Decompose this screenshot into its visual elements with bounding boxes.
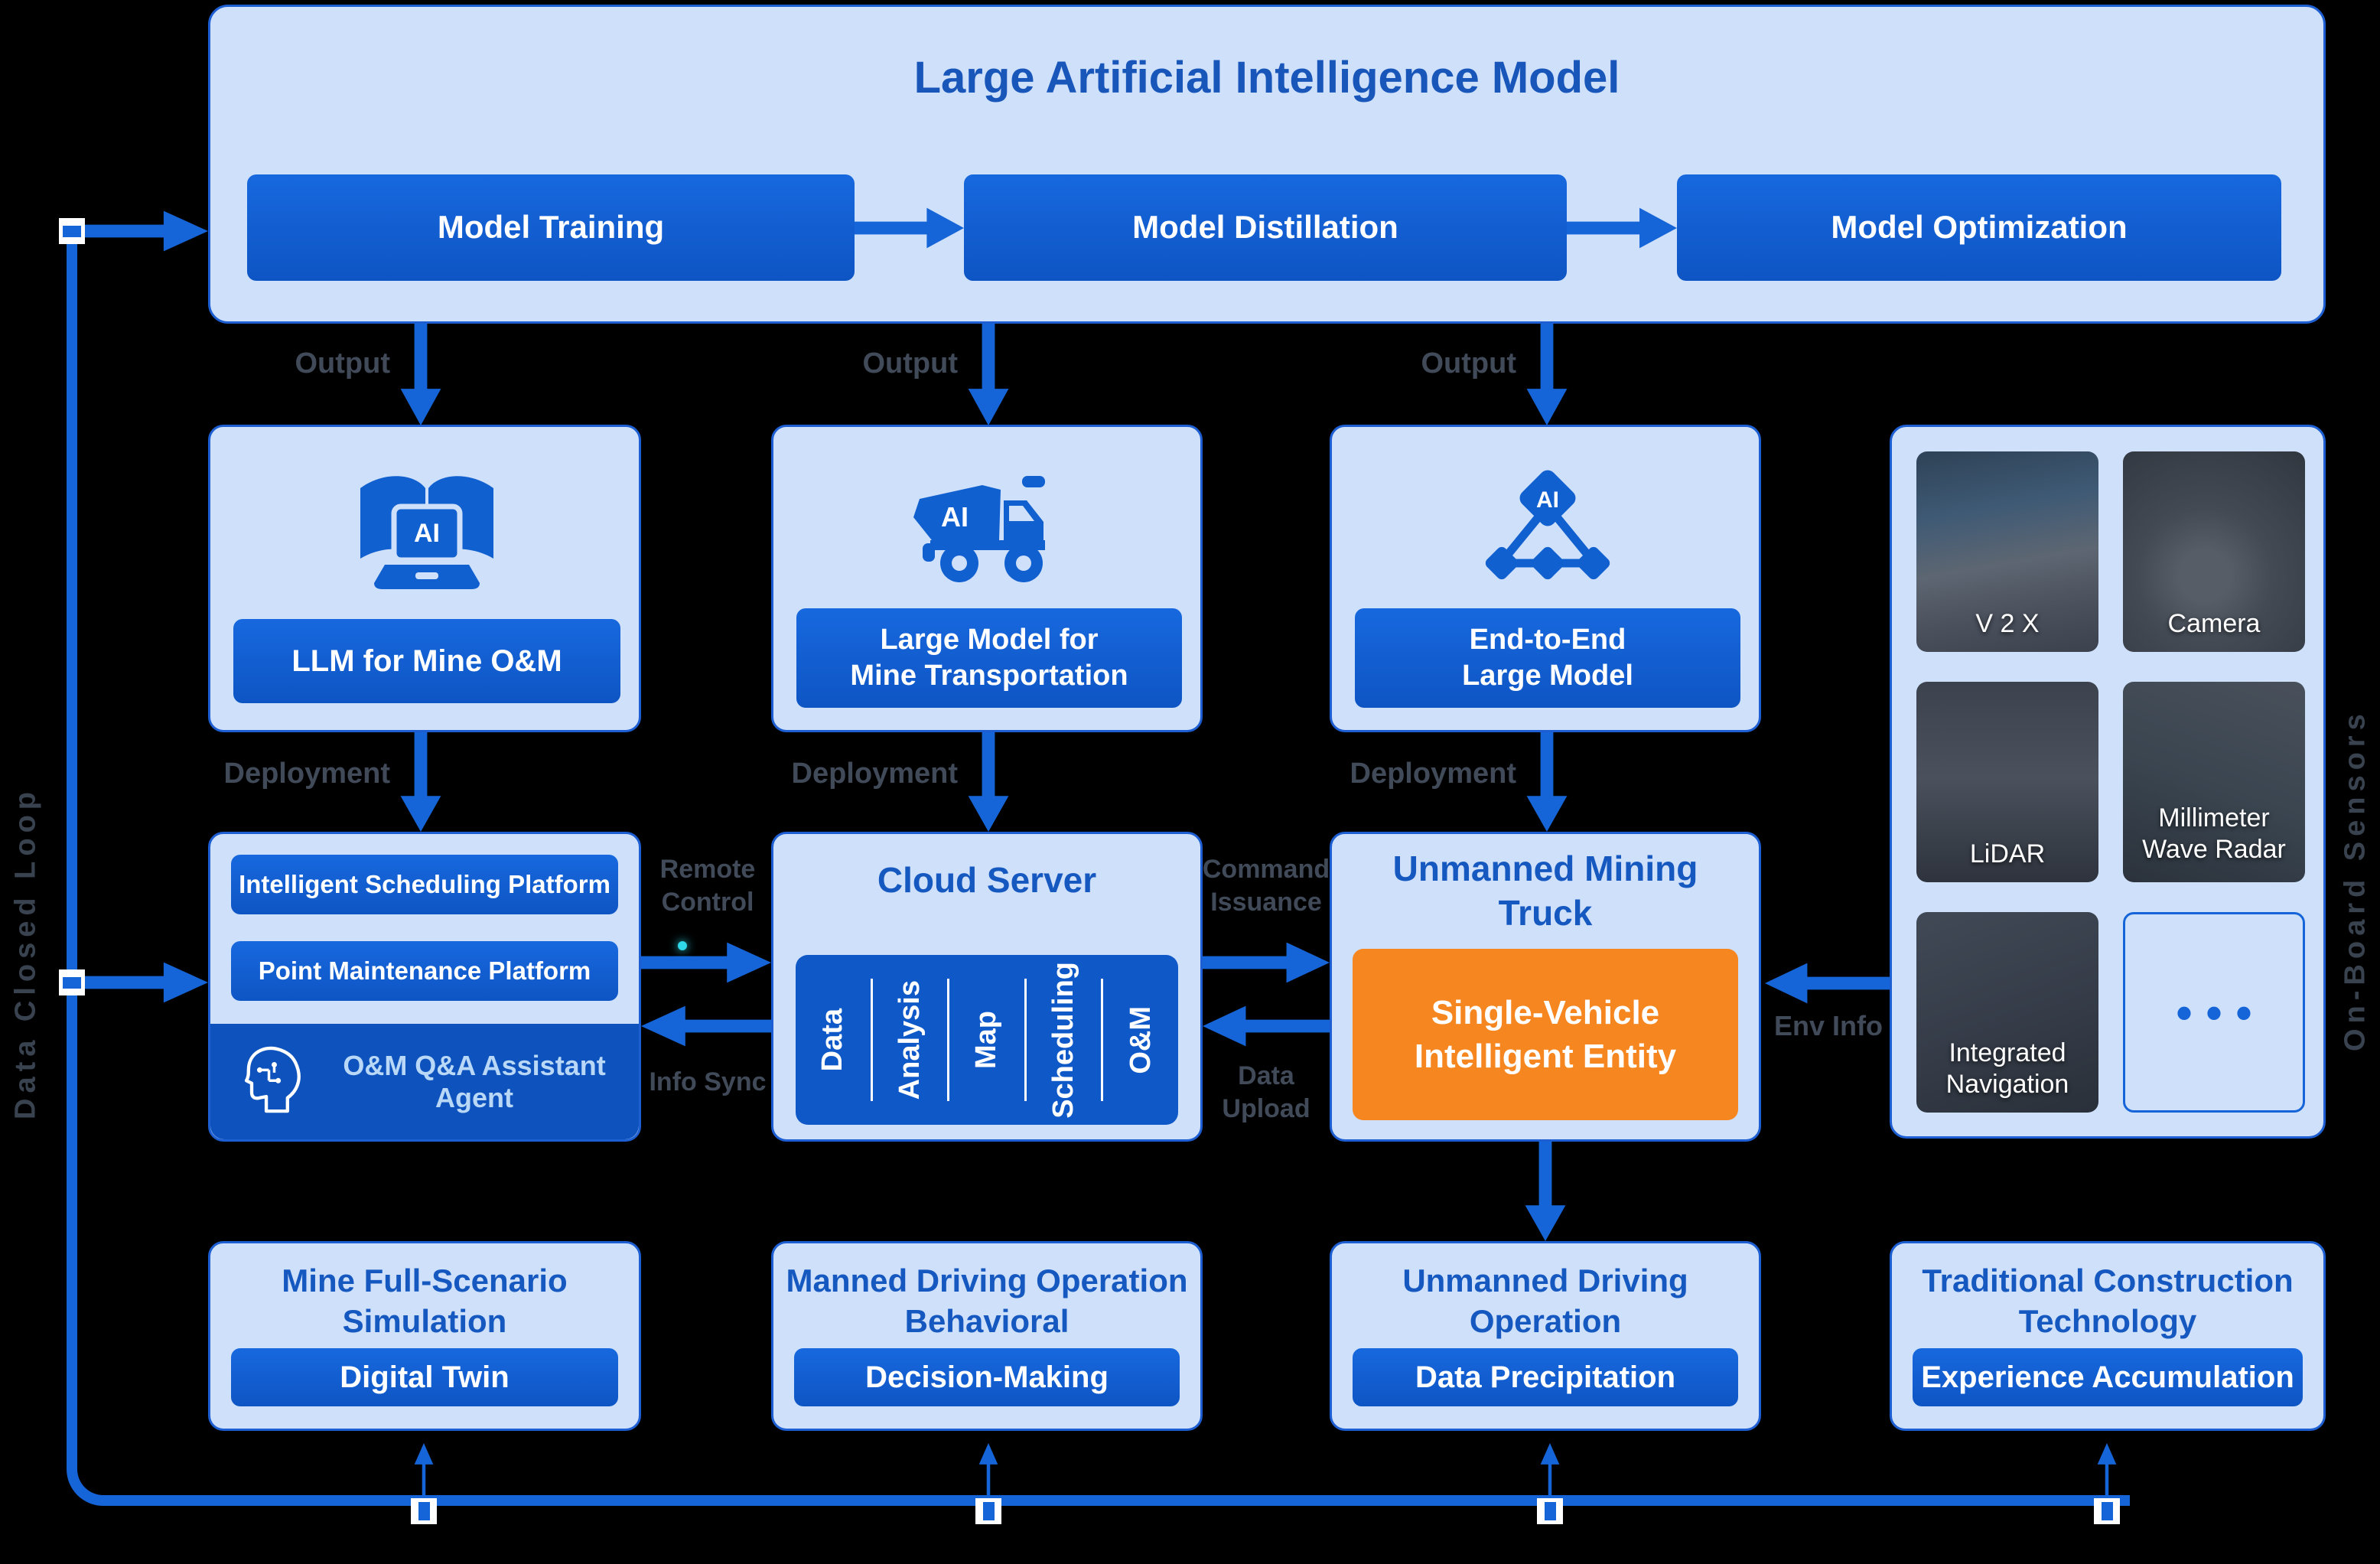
integrated-navigation-tile: Integrated Navigation	[1916, 912, 2098, 1113]
integrated-navigation-label: Integrated Navigation	[1945, 1038, 2069, 1100]
cloud-server-title: Cloud Server	[877, 860, 1097, 900]
output-label-3: Output	[1421, 347, 1516, 380]
loop-node-bottom-4	[2094, 1498, 2120, 1524]
manned-driving-title: Manned Driving Operation Behavioral	[786, 1263, 1188, 1339]
intelligent-scheduling-platform-button: Intelligent Scheduling Platform	[231, 855, 618, 914]
digital-twin-button: Digital Twin	[231, 1348, 618, 1406]
cloud-module-om: O&M	[1124, 1005, 1157, 1074]
cloud-module-divider	[1101, 979, 1104, 1101]
cloud-module-data: Data	[816, 1008, 849, 1072]
unmanned-mining-truck-title: Unmanned Mining Truck	[1392, 849, 1698, 933]
loop-node-top-left	[59, 218, 85, 244]
model-distillation-button: Model Distillation	[964, 174, 1567, 281]
camera-tile: Camera	[2123, 451, 2305, 652]
v2x-tile: V 2 X	[1916, 451, 2098, 652]
camera-label: Camera	[2167, 609, 2261, 639]
on-board-sensors-label: On-Board Sensors	[2339, 709, 2372, 1051]
data-closed-loop-label: Data Closed Loop	[9, 786, 42, 1119]
simulation-title: Mine Full-Scenario Simulation	[282, 1263, 568, 1339]
traditional-technology-title: Traditional Construction Technology	[1922, 1263, 2294, 1339]
data-upload-label: Data Upload	[1222, 1061, 1310, 1123]
on-board-sensors-panel: V 2 X Camera LiDAR Millimeter Wave Radar…	[1890, 425, 2326, 1139]
single-vehicle-entity-box: Single-Vehicle Intelligent Entity	[1353, 949, 1738, 1120]
env-info-label: Env Info	[1774, 1010, 1883, 1041]
ai-dump-truck-icon: AI	[913, 476, 1045, 582]
output-label-1: Output	[295, 347, 390, 380]
unmanned-driving-title: Unmanned Driving Operation	[1402, 1263, 1688, 1339]
cloud-module-divider	[1024, 979, 1027, 1101]
info-sync-label: Info Sync	[649, 1067, 767, 1096]
cloud-module-map: Map	[970, 1011, 1003, 1069]
v2x-label: V 2 X	[1975, 609, 2040, 639]
more-sensors-tile: •••	[2123, 912, 2305, 1113]
om-qa-agent-label: O&M Q&A Assistant Agent	[343, 1049, 606, 1113]
e2e-model-card: AI End-to-End Large Model	[1330, 425, 1761, 732]
svg-text:AI: AI	[1536, 487, 1559, 513]
decision-making-button: Decision-Making	[794, 1348, 1180, 1406]
millimeter-wave-radar-label: Millimeter Wave Radar	[2142, 803, 2286, 865]
cloud-module-divider	[870, 979, 873, 1101]
brain-head-icon	[244, 1046, 301, 1113]
lidar-label: LiDAR	[1969, 839, 2046, 869]
experience-accumulation-button: Experience Accumulation	[1913, 1348, 2303, 1406]
ai-book-laptop-icon: AI	[360, 476, 493, 589]
svg-text:AI: AI	[414, 519, 440, 548]
svg-text:AI: AI	[941, 501, 969, 533]
millimeter-wave-radar-tile: Millimeter Wave Radar	[2123, 682, 2305, 882]
cloud-module-scheduling: Scheduling	[1047, 961, 1080, 1119]
remote-control-label: Remote Control	[659, 855, 756, 917]
loop-node-bottom-1	[411, 1498, 437, 1524]
lidar-tile: LiDAR	[1916, 682, 2098, 882]
cloud-module-divider	[947, 979, 950, 1101]
data-closed-loop-line	[67, 231, 2130, 1506]
large-ai-model-title: Large Artificial Intelligence Model	[913, 53, 1620, 103]
loop-node-mid-left	[59, 969, 85, 995]
llm-for-mine-om-button: LLM for Mine O&M	[233, 619, 620, 703]
model-training-button: Model Training	[247, 174, 855, 281]
ai-network-icon: AI	[1485, 470, 1610, 580]
model-optimization-button: Model Optimization	[1677, 174, 2281, 281]
transport-model-card: AI Large Model for Mine Transportation	[771, 425, 1203, 732]
command-issuance-label: Command Issuance	[1202, 855, 1330, 917]
data-precipitation-button: Data Precipitation	[1353, 1348, 1738, 1406]
cloud-modules: Data Analysis Map Scheduling O&M	[796, 955, 1178, 1125]
end-to-end-model-button: End-to-End Large Model	[1355, 608, 1740, 708]
point-maintenance-platform-button: Point Maintenance Platform	[231, 941, 618, 1001]
deployment-label-3: Deployment	[1350, 758, 1516, 790]
status-dot	[678, 941, 687, 950]
om-qa-agent-section: O&M Q&A Assistant Agent	[210, 1024, 639, 1139]
llm-card: AI LLM for Mine O&M	[208, 425, 641, 732]
loop-node-bottom-2	[975, 1498, 1001, 1524]
cloud-module-analysis: Analysis	[893, 979, 926, 1100]
deployment-label-1: Deployment	[223, 758, 390, 790]
output-label-2: Output	[862, 347, 958, 380]
loop-node-bottom-3	[1537, 1498, 1563, 1524]
mine-transportation-model-button: Large Model for Mine Transportation	[796, 608, 1182, 708]
deployment-label-2: Deployment	[791, 758, 958, 790]
